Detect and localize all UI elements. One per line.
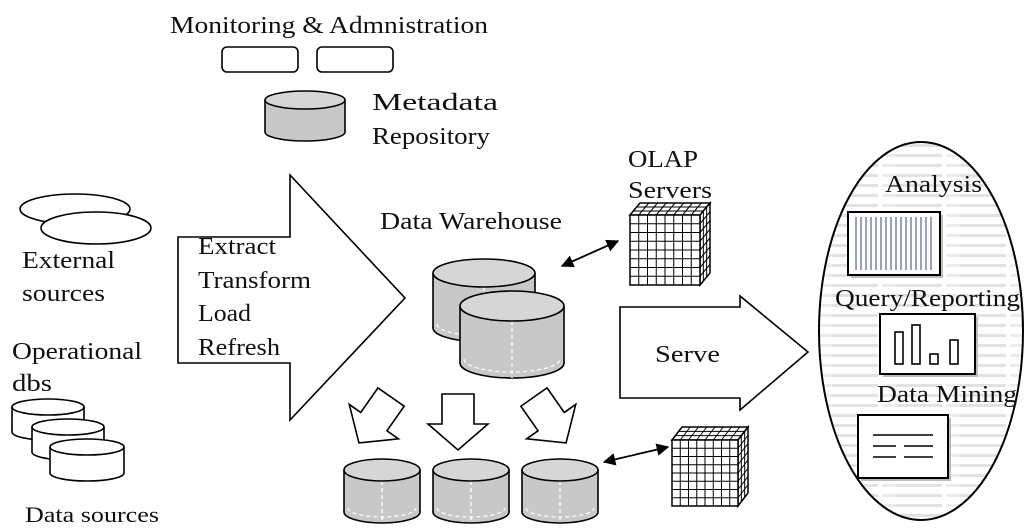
query-reporting-box [879, 313, 978, 377]
cube-grid-line [729, 426, 741, 441]
cylinder-highlight [525, 507, 595, 518]
cube-grid-line [682, 202, 693, 216]
cylinder-top [521, 458, 599, 482]
cube-grid-line [737, 434, 749, 449]
cube-grid-line [699, 228, 711, 242]
document-lines-icon [873, 434, 933, 458]
cylinder-top [49, 438, 125, 456]
metadata-repository-label-line1: Metadata [372, 90, 498, 116]
cube-grid-line [679, 426, 691, 441]
mining-box-frame [857, 414, 949, 479]
cube-grid-line [647, 202, 658, 216]
cylinder-top [432, 458, 510, 482]
olap-servers-label-line2: Servers [628, 178, 712, 204]
data-warehouse-label: Data Warehouse [380, 209, 562, 235]
olap-cube-upper [628, 200, 712, 288]
cube-grid-line [737, 467, 749, 482]
analysis-box-lines [853, 217, 935, 270]
serve-arrow [619, 294, 810, 412]
monitoring-administration-title: Monitoring & Admnistration [170, 13, 488, 39]
cube-grid-line [688, 426, 699, 441]
data-mart-cylinder-3 [521, 458, 599, 524]
shape-layer [11, 90, 750, 524]
data-mart-arrow-right [519, 386, 578, 444]
etl-step-transform: Transform [198, 268, 311, 294]
external-source-ellipse-2 [40, 211, 152, 245]
etl-step-extract: Extract [198, 234, 276, 260]
etl-step-load: Load [198, 301, 251, 327]
operational-dbs-label-line1: Operational [12, 339, 142, 365]
operational-db-cylinder-3 [49, 438, 125, 482]
cylinder-top [343, 458, 421, 482]
data-mart-cylinder-1 [343, 458, 421, 524]
external-sources-label-line1: External [22, 248, 115, 274]
bar-chart-icon-bar [894, 331, 904, 365]
cube-grid-line [690, 202, 702, 216]
cube-grid-line [737, 443, 749, 457]
data-sources-caption: Data sources [25, 502, 159, 527]
data-mining-label: Data Mining [877, 382, 1017, 408]
cube-grid-line [638, 202, 650, 216]
etl-arrow [177, 172, 407, 423]
external-sources-label-line2: sources [22, 281, 105, 307]
cylinder-top [432, 258, 536, 288]
cube-grid-line [737, 476, 749, 490]
etl-step-refresh: Refresh [198, 335, 280, 361]
operational-dbs-label-line2: dbs [12, 371, 52, 397]
cube-grid-line [737, 459, 749, 474]
cylinder-highlight [436, 507, 506, 518]
cube-grid-line [712, 426, 724, 441]
olap-cube-lower [670, 424, 750, 509]
cube-grid-line [699, 246, 711, 260]
cube-grid-line [655, 202, 667, 216]
cube-grid-line [721, 426, 732, 441]
cylinder-top [459, 290, 565, 322]
cylinder-highlight [347, 507, 417, 518]
cylinder-top [264, 90, 346, 110]
cube-grid-line [737, 451, 749, 466]
monitoring-box-2 [316, 46, 394, 73]
bar-chart-icon-bar [911, 324, 921, 365]
cylinder-top [11, 398, 85, 416]
cube-grid-line [696, 426, 708, 441]
data-mining-box [857, 414, 951, 481]
metadata-repository-label-line2: Repository [372, 124, 490, 150]
data-mart-arrow-left [347, 386, 406, 444]
cube-grid-line [699, 237, 711, 251]
cube-grid-line [699, 263, 711, 277]
mart-olap-double-arrow [602, 443, 670, 466]
metadata-repository-cylinder [264, 90, 346, 142]
serve-label: Serve [655, 342, 720, 368]
cube-grid-line [699, 220, 711, 233]
analysis-label: Analysis [885, 172, 982, 198]
data-warehouse-cylinder-2 [459, 290, 565, 379]
cube-grid-line [664, 202, 676, 216]
analysis-box [847, 211, 943, 278]
query-reporting-label: Query/Reporting [835, 286, 1020, 312]
bar-chart-icon-bar [949, 339, 959, 365]
cylinder-top [31, 418, 105, 436]
data-mart-arrow-center [425, 393, 491, 452]
data-mart-cylinder-2 [432, 458, 510, 524]
warehouse-olap-double-arrow [560, 239, 620, 268]
cube-grid-line [737, 484, 749, 499]
cylinder-highlight [463, 358, 561, 373]
cube-grid-line [704, 426, 716, 441]
bar-chart-icon-bar [929, 353, 939, 365]
olap-servers-label-line1: OLAP [628, 147, 698, 173]
cube-grid-line [673, 202, 685, 216]
monitoring-box-1 [221, 46, 299, 73]
cube-grid-line [699, 255, 711, 268]
cube-grid-line [699, 211, 711, 225]
